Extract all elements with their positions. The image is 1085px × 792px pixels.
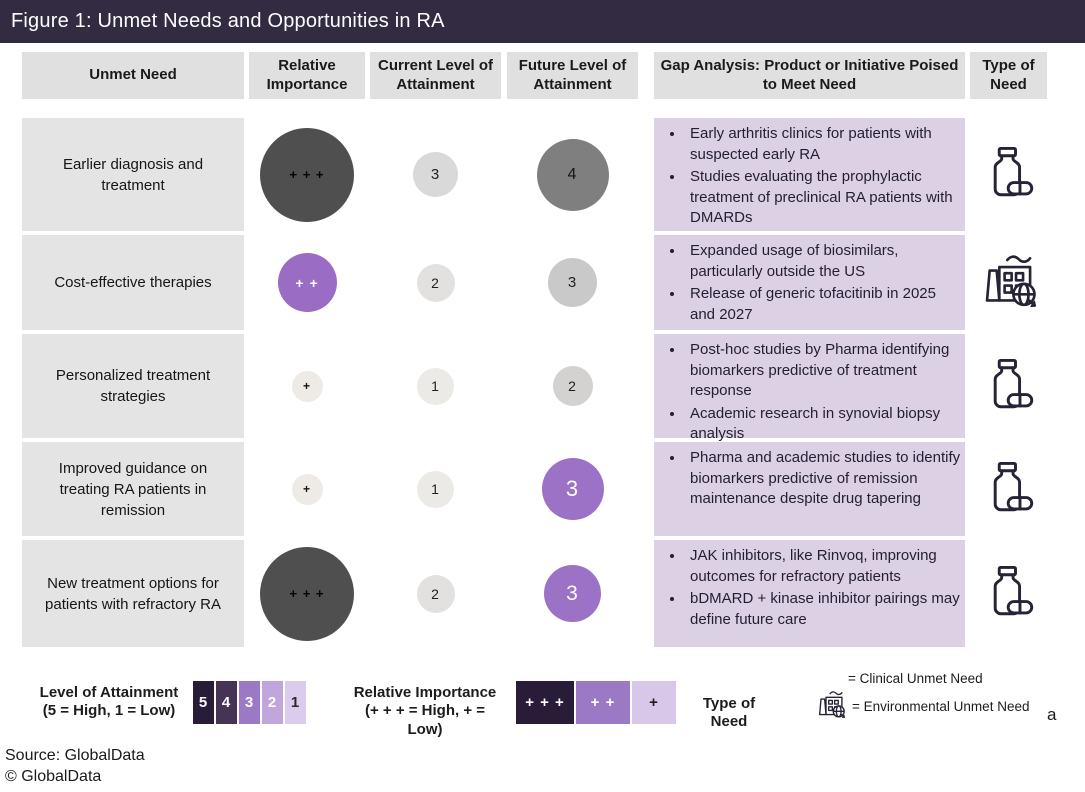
future-column: 3	[507, 442, 638, 536]
table-body: Earlier diagnosis and treatment+ + +34Ea…	[22, 118, 1063, 647]
importance-bubble: + + +	[260, 546, 354, 641]
attainment-legend-label: Level of Attainment (5 = High, 1 = Low)	[39, 684, 179, 720]
environmental-legend-text: = Environmental Unmet Need	[852, 699, 1030, 714]
current-attainment-bubble: 1	[417, 470, 454, 508]
current-attainment-bubble: 3	[413, 152, 458, 197]
unmet-need-cell: Earlier diagnosis and treatment	[22, 118, 244, 231]
importance-bubble: + + +	[260, 127, 354, 222]
unmet-need-cell: Improved guidance on treating RA patient…	[22, 442, 244, 536]
type-of-need-cell	[970, 442, 1047, 536]
current-column: 2	[370, 235, 501, 330]
table-row: New treatment options for patients with …	[22, 540, 1063, 647]
pill-bottle-icon	[983, 358, 1035, 415]
figure-title-bar: Figure 1: Unmet Needs and Opportunities …	[0, 0, 1085, 43]
importance-box: + + +	[516, 681, 574, 724]
future-column: 3	[507, 540, 638, 647]
gap-analysis-cell: Early arthritis clinics for patients wit…	[654, 118, 965, 231]
gap-analysis-cell: Expanded usage of biosimilars, particula…	[654, 235, 965, 330]
attainment-box: 3	[239, 681, 260, 724]
future-attainment-bubble: 2	[552, 366, 593, 406]
current-attainment-bubble: 2	[416, 574, 455, 613]
attainment-box: 5	[193, 681, 214, 724]
copyright-line: © GlobalData	[5, 768, 102, 785]
future-attainment-bubble: 3	[544, 565, 601, 622]
gap-bullet: Expanded usage of biosimilars, particula…	[685, 241, 961, 282]
gap-bullet: Post-hoc studies by Pharma identifying b…	[685, 340, 961, 402]
gap-analysis-cell: JAK inhibitors, like Rinvoq, improving o…	[654, 540, 965, 647]
header-relative-importance: Relative Importance	[249, 52, 365, 99]
importance-box: + +	[576, 681, 630, 724]
importance-bubble: +	[291, 473, 323, 505]
gap-bullet: Early arthritis clinics for patients wit…	[685, 124, 961, 165]
clinical-legend-text: = Clinical Unmet Need	[848, 671, 983, 686]
factory-icon	[816, 690, 846, 723]
header-type-of-need: Type of Need	[970, 52, 1047, 99]
figure-title: Figure 1: Unmet Needs and Opportunities …	[11, 10, 445, 32]
type-of-need-cell	[970, 118, 1047, 231]
importance-column: + + +	[249, 118, 365, 231]
pill-bottle-icon	[983, 565, 1035, 622]
pill-bottle-icon	[983, 461, 1035, 518]
header-unmet-need: Unmet Need	[22, 52, 244, 99]
type-of-need-cell	[970, 235, 1047, 330]
header-future-attainment: Future Level of Attainment	[507, 52, 638, 99]
future-column: 4	[507, 118, 638, 231]
table-row: Earlier diagnosis and treatment+ + + 3 4 Ea…	[22, 118, 1063, 231]
needs-table: Unmet Need Relative Importance Current L…	[22, 52, 1063, 651]
future-attainment-bubble: 3	[541, 458, 604, 520]
attainment-box: 4	[216, 681, 237, 724]
gap-bullet-list: Early arthritis clinics for patients wit…	[654, 124, 961, 229]
source-line: Source: GlobalData	[5, 747, 145, 764]
importance-column: + + +	[249, 540, 365, 647]
gap-analysis-cell: Post-hoc studies by Pharma identifying b…	[654, 334, 965, 442]
unmet-need-cell: Personalized treatment strategies	[22, 334, 244, 438]
future-column: 3	[507, 235, 638, 330]
table-row: Improved guidance on treating RA patient…	[22, 442, 1063, 536]
current-column: 1	[370, 442, 501, 536]
unmet-need-cell: New treatment options for patients with …	[22, 540, 244, 647]
factory-icon	[980, 253, 1038, 313]
gap-bullet-list: JAK inhibitors, like Rinvoq, improving o…	[654, 546, 961, 630]
gap-bullet: Pharma and academic studies to identify …	[685, 448, 961, 510]
gap-analysis-cell: Pharma and academic studies to identify …	[654, 442, 965, 536]
type-of-need-cell	[970, 334, 1047, 438]
future-attainment-bubble: 4	[536, 138, 609, 211]
pill-bottle-icon	[983, 146, 1035, 203]
current-attainment-bubble: 2	[416, 263, 455, 302]
importance-scale: + + ++ ++	[516, 681, 676, 724]
gap-bullet: JAK inhibitors, like Rinvoq, improving o…	[685, 546, 961, 587]
current-column: 3	[370, 118, 501, 231]
importance-column: +	[249, 442, 365, 536]
type-of-need-cell	[970, 540, 1047, 647]
current-column: 2	[370, 540, 501, 647]
gap-bullet: Studies evaluating the prophylactic trea…	[685, 167, 961, 229]
attainment-box: 1	[285, 681, 306, 724]
future-column: 2	[507, 334, 638, 438]
future-attainment-bubble: 3	[548, 258, 597, 307]
importance-column: +	[249, 334, 365, 438]
header-current-attainment: Current Level of Attainment	[370, 52, 501, 99]
importance-box: +	[632, 681, 676, 724]
table-row: Personalized treatment strategies +1 2 Post…	[22, 334, 1063, 442]
attainment-box: 2	[262, 681, 283, 724]
gap-bullet: Academic research in synovial biopsy ana…	[685, 404, 961, 445]
importance-column: + +	[249, 235, 365, 330]
figure-annotation: a	[1047, 705, 1057, 724]
importance-bubble: + +	[277, 253, 337, 312]
current-column: 1	[370, 334, 501, 438]
gap-bullet: bDMARD + kinase inhibitor pairings may d…	[685, 589, 961, 630]
importance-bubble: +	[291, 370, 323, 402]
gap-bullet: Release of generic tofacitinib in 2025 a…	[685, 284, 961, 325]
unmet-need-cell: Cost-effective therapies	[22, 235, 244, 330]
importance-legend-label: Relative Importance (+ + + = High, + = L…	[353, 684, 497, 738]
gap-bullet-list: Pharma and academic studies to identify …	[654, 448, 961, 510]
header-gap-analysis: Gap Analysis: Product or Initiative Pois…	[654, 52, 965, 99]
gap-bullet-list: Post-hoc studies by Pharma identifying b…	[654, 340, 961, 445]
type-of-need-legend-label: Type of Need	[702, 695, 756, 731]
table-row: Cost-effective therapies + + 2 3 Expanded us…	[22, 235, 1063, 330]
table-header-row: Unmet Need Relative Importance Current L…	[22, 52, 1063, 99]
current-attainment-bubble: 1	[417, 367, 454, 405]
gap-bullet-list: Expanded usage of biosimilars, particula…	[654, 241, 961, 325]
